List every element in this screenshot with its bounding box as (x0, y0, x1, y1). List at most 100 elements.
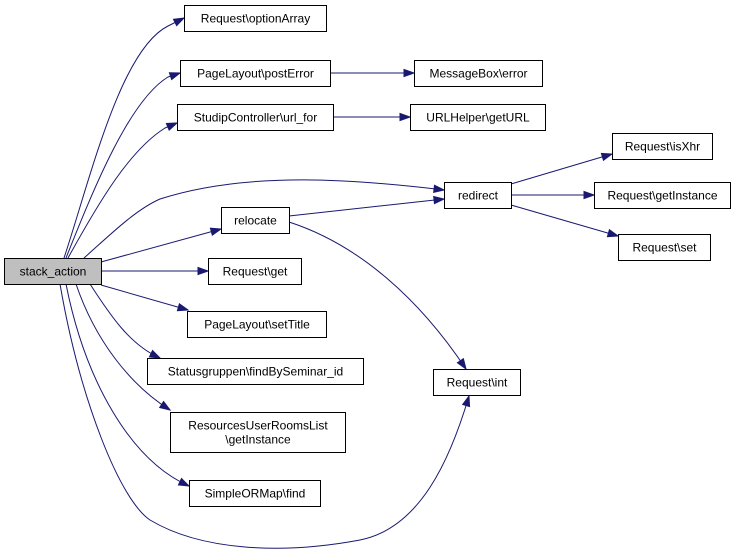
nodes-layer: stack_action Request\optionArrayPageLayou… (4, 5, 731, 507)
edge-relocate-to-redirect (288, 195, 446, 217)
edge-line (65, 72, 181, 259)
node-setTitle[interactable]: PageLayout\setTitle (187, 311, 327, 338)
node-label: \getInstance (225, 433, 291, 447)
node-ormFind[interactable]: SimpleORMap\find (189, 480, 321, 507)
edge-stack_action-to-resRooms (75, 283, 172, 411)
edge-line (100, 284, 189, 311)
node-box (184, 5, 327, 32)
edges-layer (59, 17, 620, 549)
arrowhead-icon (583, 190, 596, 200)
node-get[interactable]: Request\get (208, 258, 302, 285)
arrowhead-icon (165, 122, 179, 132)
arrowhead-icon (172, 17, 186, 27)
node-box (177, 104, 334, 131)
edge-stack_action-to-reqInt (59, 283, 471, 549)
node-box (221, 207, 290, 234)
node-box (208, 258, 302, 285)
edge-relocate-to-reqInt (288, 221, 467, 371)
node-label: Request\set (632, 241, 697, 255)
arrowhead-icon (461, 394, 471, 408)
edge-stack_action-to-urlFor (67, 122, 179, 259)
node-getURL[interactable]: URLHelper\getURL (410, 104, 546, 131)
arrowhead-icon (168, 72, 182, 81)
arrowhead-icon (209, 227, 223, 236)
node-box (433, 369, 521, 396)
node-label: ResourcesUserRoomsList (188, 419, 328, 433)
edge-line (75, 283, 171, 411)
edge-redirect-to-set (510, 204, 620, 238)
node-box (618, 234, 711, 261)
edge-line (89, 283, 161, 359)
node-box (189, 480, 321, 507)
node-isXhr[interactable]: Request\isXhr (612, 133, 713, 160)
node-box (612, 133, 713, 160)
node-label: stack_action (20, 265, 87, 279)
arrowhead-icon (399, 112, 412, 122)
node-box (444, 182, 512, 209)
edge-stack_action-to-findBySem (89, 283, 162, 359)
node-box (594, 182, 731, 209)
node-label: Statusgruppen\findBySeminar_id (168, 365, 343, 379)
node-label: URLHelper\getURL (426, 111, 530, 125)
edge-line (288, 198, 445, 217)
edge-line (100, 228, 222, 263)
edge-stack_action-to-optionArray (63, 17, 186, 259)
edge-stack_action-to-relocate (100, 227, 223, 263)
node-label: PageLayout\setTitle (204, 318, 310, 332)
node-resRooms[interactable]: ResourcesUserRoomsList\getInstance (170, 412, 346, 453)
node-box (4, 258, 102, 285)
edge-line (67, 122, 178, 259)
edge-urlFor-to-getURL (333, 112, 412, 122)
node-redirect[interactable]: redirect (444, 182, 512, 209)
node-set[interactable]: Request\set (618, 234, 711, 261)
edge-line (65, 283, 190, 487)
node-relocate[interactable]: relocate (221, 207, 290, 234)
edge-redirect-to-getInstance (511, 190, 596, 200)
node-label: Request\get (223, 265, 288, 279)
node-label: StudipController\url_for (194, 111, 317, 125)
node-label: Request\isXhr (625, 140, 700, 154)
edge-line (63, 17, 185, 259)
edge-stack_action-to-redirect (83, 179, 446, 259)
arrowhead-icon (433, 195, 446, 205)
node-urlFor[interactable]: StudipController\url_for (177, 104, 334, 131)
edge-line (510, 204, 619, 237)
arrowhead-icon (176, 302, 190, 312)
node-label: MessageBox\error (429, 67, 527, 81)
node-findBySem[interactable]: Statusgruppen\findBySeminar_id (147, 358, 364, 385)
arrowhead-icon (403, 68, 416, 78)
edge-postError-to-mbError (330, 68, 416, 78)
node-label: relocate (234, 214, 277, 228)
node-box (147, 358, 364, 385)
node-mbError[interactable]: MessageBox\error (414, 60, 543, 87)
edge-line (510, 153, 613, 185)
node-reqInt[interactable]: Request\int (433, 369, 521, 396)
node-box (187, 311, 327, 338)
node-box (414, 60, 543, 87)
node-label: Request\int (447, 376, 508, 390)
edge-line (59, 283, 470, 549)
node-box (180, 60, 331, 87)
arrowhead-icon (197, 266, 210, 276)
edge-stack_action-to-get (101, 266, 210, 276)
edge-redirect-to-isXhr (510, 152, 614, 185)
node-label: SimpleORMap\find (205, 487, 306, 501)
arrowhead-icon (433, 184, 446, 194)
node-label: Request\getInstance (607, 189, 717, 203)
node-getInstance[interactable]: Request\getInstance (594, 182, 731, 209)
node-postError[interactable]: PageLayout\postError (180, 60, 331, 87)
arrowhead-icon (177, 477, 191, 487)
node-label: redirect (458, 189, 499, 203)
edge-stack_action-to-ormFind (65, 283, 191, 487)
node-label: Request\optionArray (201, 12, 310, 26)
node-stack_action[interactable]: stack_action (4, 258, 102, 285)
arrowhead-icon (456, 357, 467, 371)
arrowhead-icon (600, 152, 614, 162)
arrowhead-icon (606, 228, 620, 238)
node-box (410, 104, 546, 131)
arrowhead-icon (158, 400, 172, 411)
edge-stack_action-to-postError (65, 72, 182, 259)
arrowhead-icon (148, 349, 162, 359)
node-optionArray[interactable]: Request\optionArray (184, 5, 327, 32)
